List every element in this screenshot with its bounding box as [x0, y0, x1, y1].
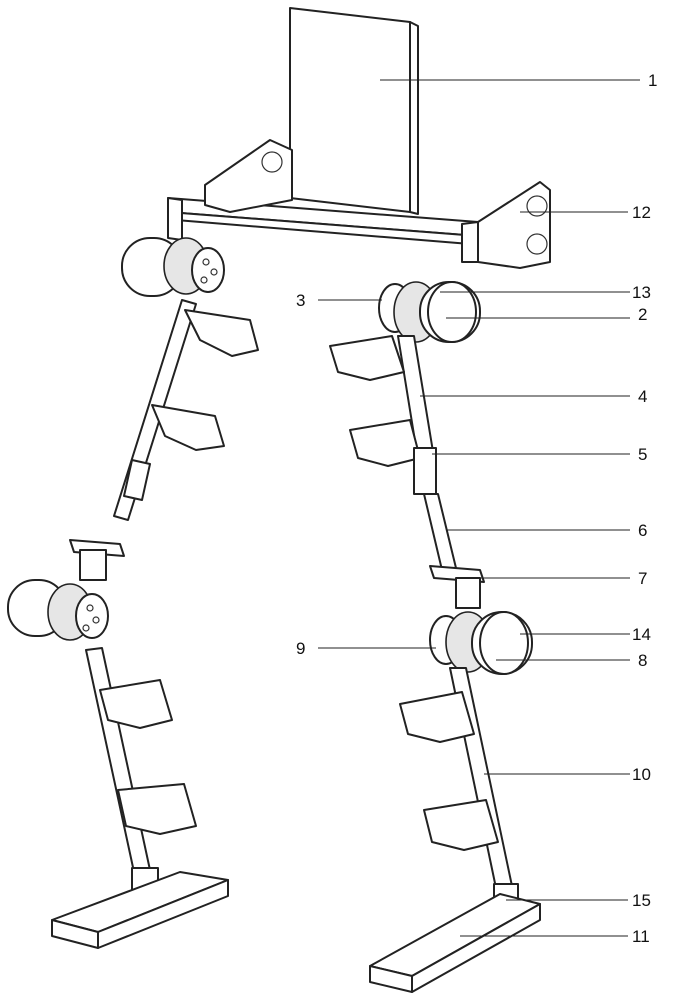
label-5: 5 — [638, 445, 647, 464]
back-plate — [289, 7, 419, 215]
label-8: 8 — [638, 651, 647, 670]
right-thigh-upper — [329, 335, 437, 495]
label-11: 11 — [632, 927, 650, 946]
left-foot-plate — [51, 871, 229, 949]
left-thigh — [113, 299, 259, 521]
label-6: 6 — [638, 521, 647, 540]
label-9: 9 — [296, 639, 305, 658]
right-thigh-lower — [423, 493, 457, 571]
label-4: 4 — [638, 387, 647, 406]
left-knee-bracket — [69, 539, 125, 581]
right-knee-bracket — [429, 565, 485, 609]
label-7: 7 — [638, 569, 647, 588]
label-12: 12 — [632, 203, 651, 222]
label-15: 15 — [632, 891, 651, 910]
left-shank — [85, 647, 197, 895]
right-hip-motor — [378, 281, 481, 343]
left-hip-motor — [121, 237, 225, 297]
right-shank — [399, 667, 519, 909]
label-13: 13 — [632, 283, 651, 302]
label-2: 2 — [638, 305, 647, 324]
label-10: 10 — [632, 765, 651, 784]
left-knee-motor — [7, 579, 109, 641]
leader-lines — [318, 79, 640, 937]
label-14: 14 — [632, 625, 651, 644]
right-knee-motor — [429, 611, 533, 675]
label-3: 3 — [296, 291, 305, 310]
right-foot-plate — [369, 893, 541, 993]
part-labels: 1 2 3 4 5 6 7 8 9 10 11 12 13 14 15 — [296, 71, 657, 946]
label-1: 1 — [648, 71, 657, 90]
side-plate-12 — [477, 181, 551, 269]
